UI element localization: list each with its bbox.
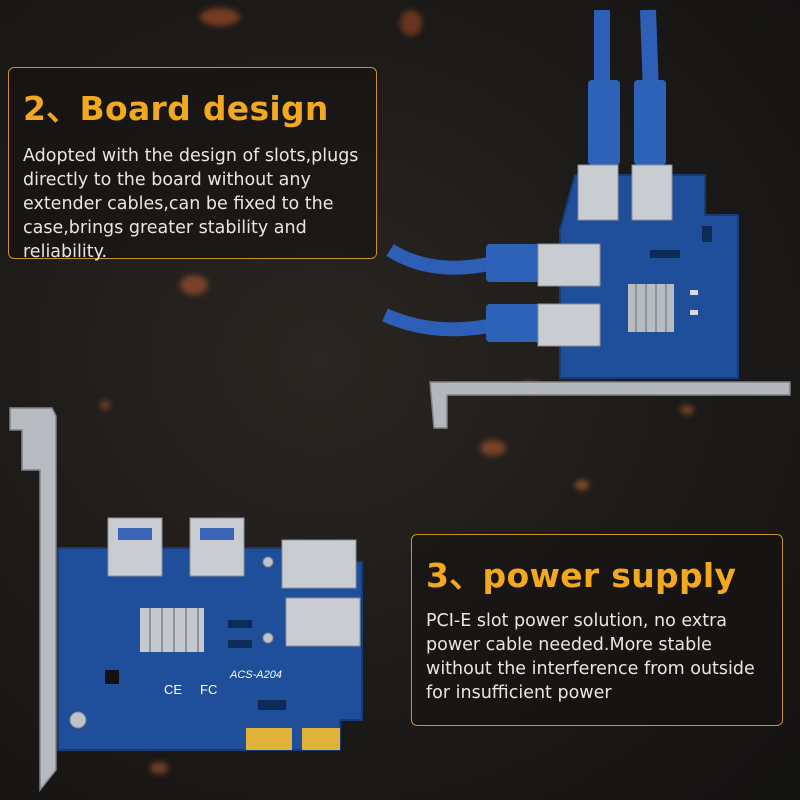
power-supply-title: 3、power supply (426, 556, 737, 595)
ce-mark: CE (164, 682, 182, 697)
usb-socket (107, 517, 163, 577)
usb-socket (577, 164, 619, 221)
bokeh-light (680, 405, 694, 415)
power-supply-panel: 3、power supply PCI-E slot power solution… (411, 534, 783, 726)
top-riser-card (382, 9, 791, 429)
usb-socket (631, 164, 673, 221)
usb-socket (189, 517, 245, 577)
fc-mark: FC (200, 682, 217, 697)
metal-bracket (9, 407, 57, 793)
power-supply-text: PCI-E slot power solution, no extra powe… (426, 611, 755, 703)
bokeh-light (480, 440, 506, 456)
metal-bracket (429, 381, 791, 429)
usb-plug (486, 244, 546, 282)
bottom-riser-card: ACS-A204 CE FC (9, 407, 363, 793)
heatsink (140, 608, 204, 652)
board-design-text: Adopted with the design of slots,plugs d… (23, 146, 359, 262)
usb-plug (486, 304, 546, 342)
usb-socket (537, 243, 601, 287)
usb-cable (382, 308, 502, 337)
heatsink (628, 284, 674, 332)
bokeh-light (575, 480, 589, 490)
board-design-panel: 2、Board design Adopted with the design o… (8, 67, 377, 262)
usb-plug (634, 80, 666, 165)
bokeh-light (180, 275, 208, 295)
chip (105, 670, 119, 684)
bokeh-light (400, 10, 422, 36)
gold-fingers (246, 728, 292, 750)
bokeh-light (150, 762, 168, 774)
usb-socket (537, 303, 601, 347)
bokeh-light (200, 8, 240, 26)
gold-fingers (302, 728, 340, 750)
usb-cable (386, 243, 502, 275)
usb-socket (285, 597, 361, 647)
bokeh-light (100, 400, 110, 410)
model-label: ACS-A204 (229, 669, 282, 681)
usb-socket (281, 539, 357, 589)
usb-plug (588, 80, 620, 165)
board-design-title: 2、Board design (23, 89, 329, 128)
